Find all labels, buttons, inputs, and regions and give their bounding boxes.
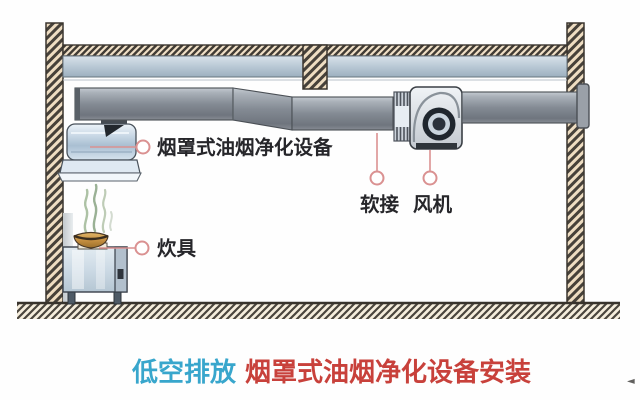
steam-wisp bbox=[101, 188, 107, 234]
duct-segment-a bbox=[74, 87, 234, 121]
wok-rim bbox=[73, 234, 109, 241]
duct-transition bbox=[232, 87, 293, 131]
steam-wisp bbox=[92, 183, 98, 233]
fan-label: 风机 bbox=[413, 193, 453, 216]
cabinet-highlight bbox=[72, 250, 84, 289]
flexible-connector bbox=[393, 91, 412, 142]
duct-segment-b bbox=[291, 96, 394, 131]
hood-annotation: 烟罩式油烟净化设备 bbox=[90, 136, 333, 159]
soft-joint-label: 软接 bbox=[360, 193, 400, 216]
hood-body bbox=[66, 123, 137, 161]
fan-base bbox=[416, 143, 457, 149]
fan-inlet-hole bbox=[432, 117, 446, 131]
hood-flare bbox=[59, 159, 141, 174]
steam-wisp bbox=[109, 211, 113, 231]
duct-end-cap bbox=[75, 88, 80, 120]
stove-leg bbox=[67, 291, 76, 305]
hood-lip bbox=[57, 172, 142, 182]
cabinet-highlight bbox=[96, 250, 105, 289]
leader-dot bbox=[134, 240, 150, 256]
steam-wisp bbox=[83, 188, 89, 234]
room-structure bbox=[17, 22, 620, 319]
fan-unit bbox=[409, 86, 463, 150]
cooking-stove bbox=[62, 183, 128, 305]
annotations: 烟罩式油烟净化设备 炊具 软接 风机 bbox=[90, 133, 453, 260]
hood-elbow bbox=[104, 125, 124, 137]
leader-dot bbox=[135, 139, 151, 155]
caption-main: 烟罩式油烟净化设备安装 bbox=[245, 358, 531, 388]
soft-joint-annotation: 软接 bbox=[360, 133, 400, 216]
range-hood bbox=[57, 113, 142, 182]
floor bbox=[17, 303, 620, 319]
hood-label: 烟罩式油烟净化设备 bbox=[157, 136, 333, 159]
bellows-ribs-top bbox=[396, 92, 409, 106]
bellows-ribs-bottom bbox=[396, 127, 409, 141]
exhaust-system bbox=[74, 83, 590, 150]
stove-label: 炊具 bbox=[157, 237, 197, 260]
right-wall bbox=[566, 22, 585, 304]
left-wall bbox=[45, 22, 64, 304]
bellows-middle bbox=[395, 106, 410, 127]
caption-prefix: 低空排放 bbox=[131, 357, 237, 388]
fan-annotation: 风机 bbox=[413, 150, 453, 216]
stove-annotation: 炊具 bbox=[99, 237, 197, 260]
hanging-column bbox=[302, 44, 328, 90]
wall-flange bbox=[576, 83, 590, 129]
fan-scroll bbox=[412, 91, 461, 143]
leader-dot bbox=[422, 170, 438, 186]
stove-leg bbox=[113, 291, 122, 305]
caption: 低空排放 烟罩式油烟净化设备安装 bbox=[131, 357, 531, 388]
outlet-duct bbox=[461, 91, 580, 124]
leader-dot bbox=[369, 170, 385, 186]
corner-arrow-icon[interactable]: ◄ bbox=[627, 376, 635, 387]
stove-handle bbox=[117, 269, 124, 279]
